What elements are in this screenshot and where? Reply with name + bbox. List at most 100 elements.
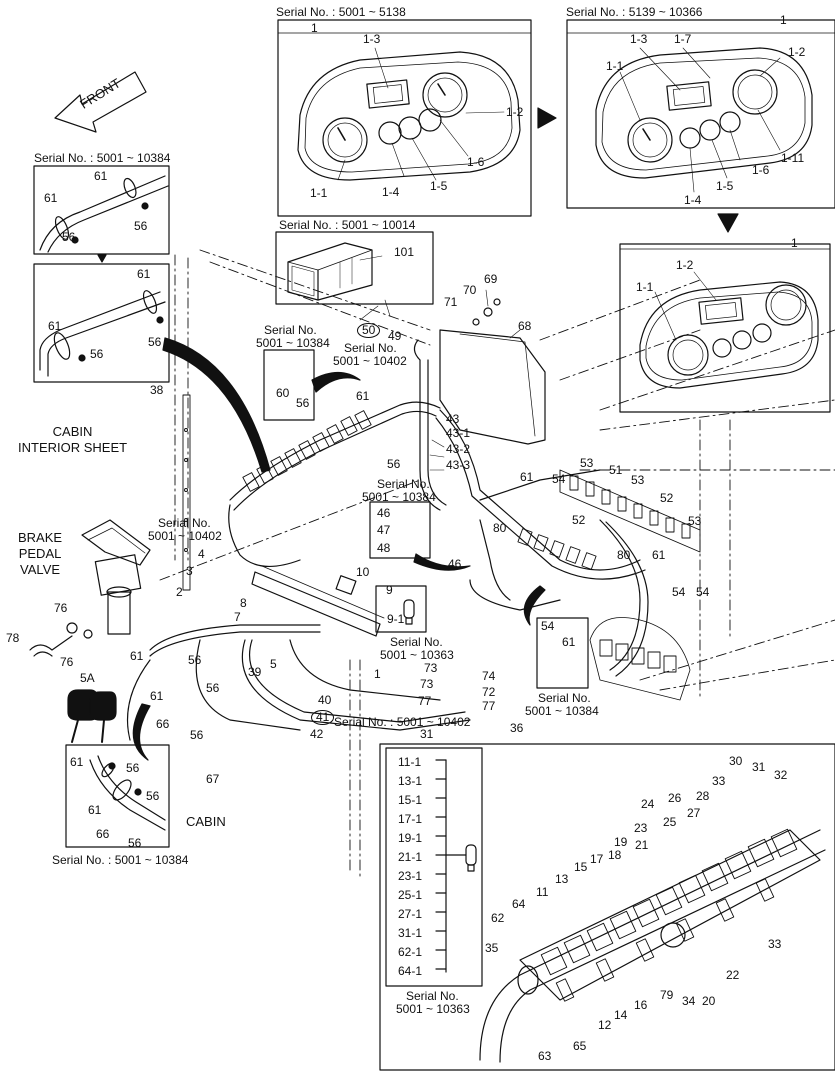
ecu-module (287, 242, 373, 301)
list-item: 19-1 (398, 831, 423, 845)
serial-label: Serial No. (158, 516, 211, 530)
pointer-sweep-3 (413, 553, 471, 571)
relay-connector-row (242, 410, 372, 492)
part-label: 69 (484, 272, 498, 286)
part-label: 42 (310, 727, 324, 741)
part-label: 79 (660, 988, 674, 1002)
part-label: 54 (541, 619, 555, 633)
part-label: 1-3 (630, 32, 648, 46)
detail-box-bulb-list (385, 747, 483, 987)
detail-box-46-48 (369, 501, 431, 559)
part-label: 11 (536, 885, 549, 899)
part-label: 46 (448, 557, 462, 571)
serial-label: Serial No. (264, 323, 317, 337)
list-item: 13-1 (398, 774, 423, 788)
part-label: 8 (240, 596, 247, 610)
instrument-cluster-3 (639, 281, 819, 389)
part-label: 1 (311, 21, 318, 35)
list-item: 25-1 (398, 888, 423, 902)
serial-label: Serial No. (390, 635, 443, 649)
serial-label-5139-10366: Serial No. : 5139 ~ 10366 (566, 5, 703, 19)
part-label: 101 (394, 245, 415, 259)
bulb-icon (435, 759, 477, 973)
part-label: 54 (696, 585, 710, 599)
part-label: 48 (377, 541, 391, 555)
part-label: 1-2 (506, 105, 524, 119)
part-label: 61 (94, 169, 108, 183)
part-label: 61 (48, 319, 62, 333)
brake-pedal-valve (29, 519, 151, 657)
part-label: 56 (296, 396, 310, 410)
part-label: 16 (634, 998, 648, 1012)
cabin-label: CABIN (186, 814, 226, 829)
hose-clamp-detail-b (39, 290, 166, 377)
part-label: 72 (482, 685, 496, 699)
part-label: 56 (387, 457, 401, 471)
part-label: 56 (62, 230, 76, 244)
part-label: 61 (88, 803, 102, 817)
part-label: 24 (641, 797, 655, 811)
detail-box-instrument-5138 (277, 19, 532, 217)
part-label: 22 (726, 968, 740, 982)
part-label: 61 (356, 389, 370, 403)
detail-box-left-top-b (33, 263, 170, 383)
part-label: 40 (318, 693, 332, 707)
part-label: 36 (510, 721, 524, 735)
cabin-post (182, 394, 191, 591)
part-label: 43-3 (446, 458, 471, 472)
part-label: 46 (377, 506, 391, 520)
part-label: 52 (660, 491, 674, 505)
bulb-9-1-icon (403, 599, 415, 625)
part-label: 61 (44, 191, 58, 205)
part-label: 2 (176, 585, 183, 599)
part-label: 1 (780, 13, 787, 27)
part-label: 1-6 (752, 163, 770, 177)
part-label: 1-1 (636, 280, 654, 294)
part-label: 27 (687, 806, 701, 820)
part-label: 54 (552, 472, 566, 486)
part-label: 61 (562, 635, 576, 649)
detail-box-instrument-late (619, 243, 831, 413)
serial-label: 5001 ~ 10384 (362, 490, 436, 504)
part-label: 56 (190, 728, 204, 742)
part-label: 10 (356, 565, 370, 579)
part-label: 76 (60, 655, 74, 669)
part-label: 61 (520, 470, 534, 484)
part-label: 12 (598, 1018, 612, 1032)
part-label: 1-5 (430, 179, 448, 193)
front-arrow (54, 71, 147, 133)
pointer-sweep-2 (311, 371, 361, 393)
part-label: 73 (420, 677, 434, 691)
brake-pedal-valve-label: BRAKE PEDAL VALVE (18, 530, 63, 577)
part-label: 9 (386, 583, 393, 597)
part-label: 47 (377, 523, 391, 537)
part-label: 1-7 (674, 32, 692, 46)
part-label: 1-6 (467, 155, 485, 169)
part-label: 70 (463, 283, 477, 297)
part-label: 61 (137, 267, 151, 281)
detail-box-left-bottom (65, 744, 170, 848)
part-label: 5 (270, 657, 277, 671)
part-label: 51 (609, 463, 623, 477)
list-item: 27-1 (398, 907, 423, 921)
part-label: 1-11 (781, 151, 805, 165)
part-label: 28 (696, 789, 710, 803)
part-label: 20 (702, 994, 716, 1008)
part-label: 52 (572, 513, 586, 527)
part-label: 43-2 (446, 442, 471, 456)
part-label: 33 (712, 774, 726, 788)
cabin-interior-sheet-label: CABIN INTERIOR SHEET (18, 424, 128, 455)
part-label: 33 (768, 937, 782, 951)
pointer-sweep-4 (132, 703, 151, 761)
hose-clamp-detail-c (89, 755, 166, 831)
part-label: 56 (90, 347, 104, 361)
dash-mounting-bar (251, 565, 385, 637)
serial-label: 5001 ~ 10363 (396, 1002, 470, 1016)
part-label: 66 (96, 827, 110, 841)
pointer-sweep-5 (523, 585, 546, 626)
part-label: 25 (663, 815, 677, 829)
part-label: 18 (608, 848, 622, 862)
part-label: 53 (631, 473, 645, 487)
serial-label: 5001 ~ 10402 (148, 529, 222, 543)
part-label: 56 (146, 789, 160, 803)
